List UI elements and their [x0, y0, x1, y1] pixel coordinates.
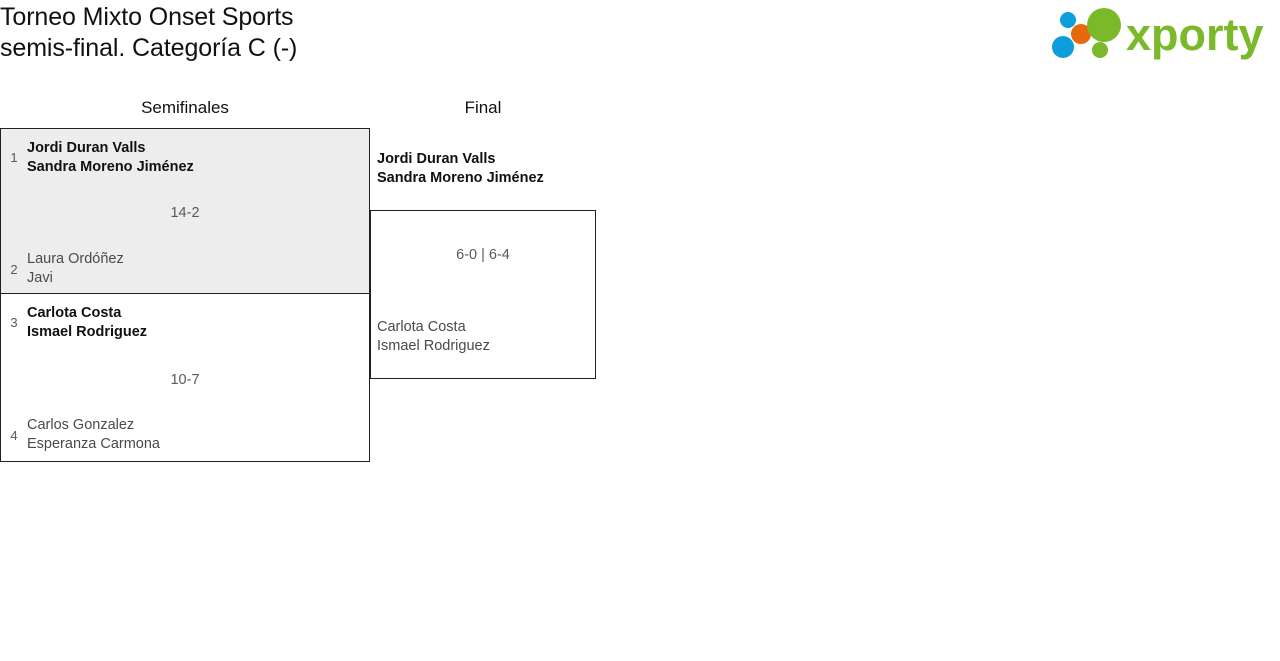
logo-dot-orange — [1071, 24, 1091, 44]
seed-number: 2 — [10, 262, 18, 277]
logo-dot-blue-bottom — [1052, 36, 1074, 58]
team-name-bottom[interactable]: Carlos Gonzalez Esperanza Carmona — [27, 417, 160, 452]
seed-number: 1 — [10, 150, 18, 165]
round-header-final: Final — [464, 98, 502, 117]
team-name-top[interactable]: Jordi Duran Valls Sandra Moreno Jiménez — [27, 140, 194, 175]
match-semifinal-1[interactable]: 1 Jordi Duran Valls Sandra Moreno Jiméne… — [0, 128, 370, 294]
final-team-name-bottom[interactable]: Carlota Costa Ismael Rodriguez — [377, 319, 490, 354]
seed-number: 4 — [10, 428, 18, 443]
match-final[interactable]: 6-0 | 6-4 — [370, 210, 596, 379]
match-score: 10-7 — [170, 372, 200, 388]
round-header-semifinals: Semifinales — [141, 98, 229, 117]
page-title: Torneo Mixto Onset Sports semis-final. C… — [0, 3, 298, 62]
logo-dot-blue-top — [1060, 12, 1076, 28]
match-score: 14-2 — [170, 205, 200, 221]
logo-dot-green-small — [1092, 42, 1108, 58]
match-semifinal-2[interactable]: 3 Carlota Costa Ismael Rodriguez 10-7 4 … — [0, 293, 370, 462]
team-name-top[interactable]: Carlota Costa Ismael Rodriguez — [27, 305, 148, 340]
logo-dots — [1052, 8, 1121, 58]
seed-number: 3 — [10, 315, 18, 330]
final-team-name-top[interactable]: Jordi Duran Valls Sandra Moreno Jiménez — [377, 151, 544, 186]
match-score: 6-0 | 6-4 — [456, 247, 510, 263]
xporty-logo[interactable]: xporty — [1047, 6, 1273, 62]
logo-dot-green-large — [1087, 8, 1121, 42]
logo-wordmark: xporty — [1126, 9, 1264, 60]
team-name-bottom[interactable]: Laura Ordóñez Javi — [27, 251, 124, 286]
